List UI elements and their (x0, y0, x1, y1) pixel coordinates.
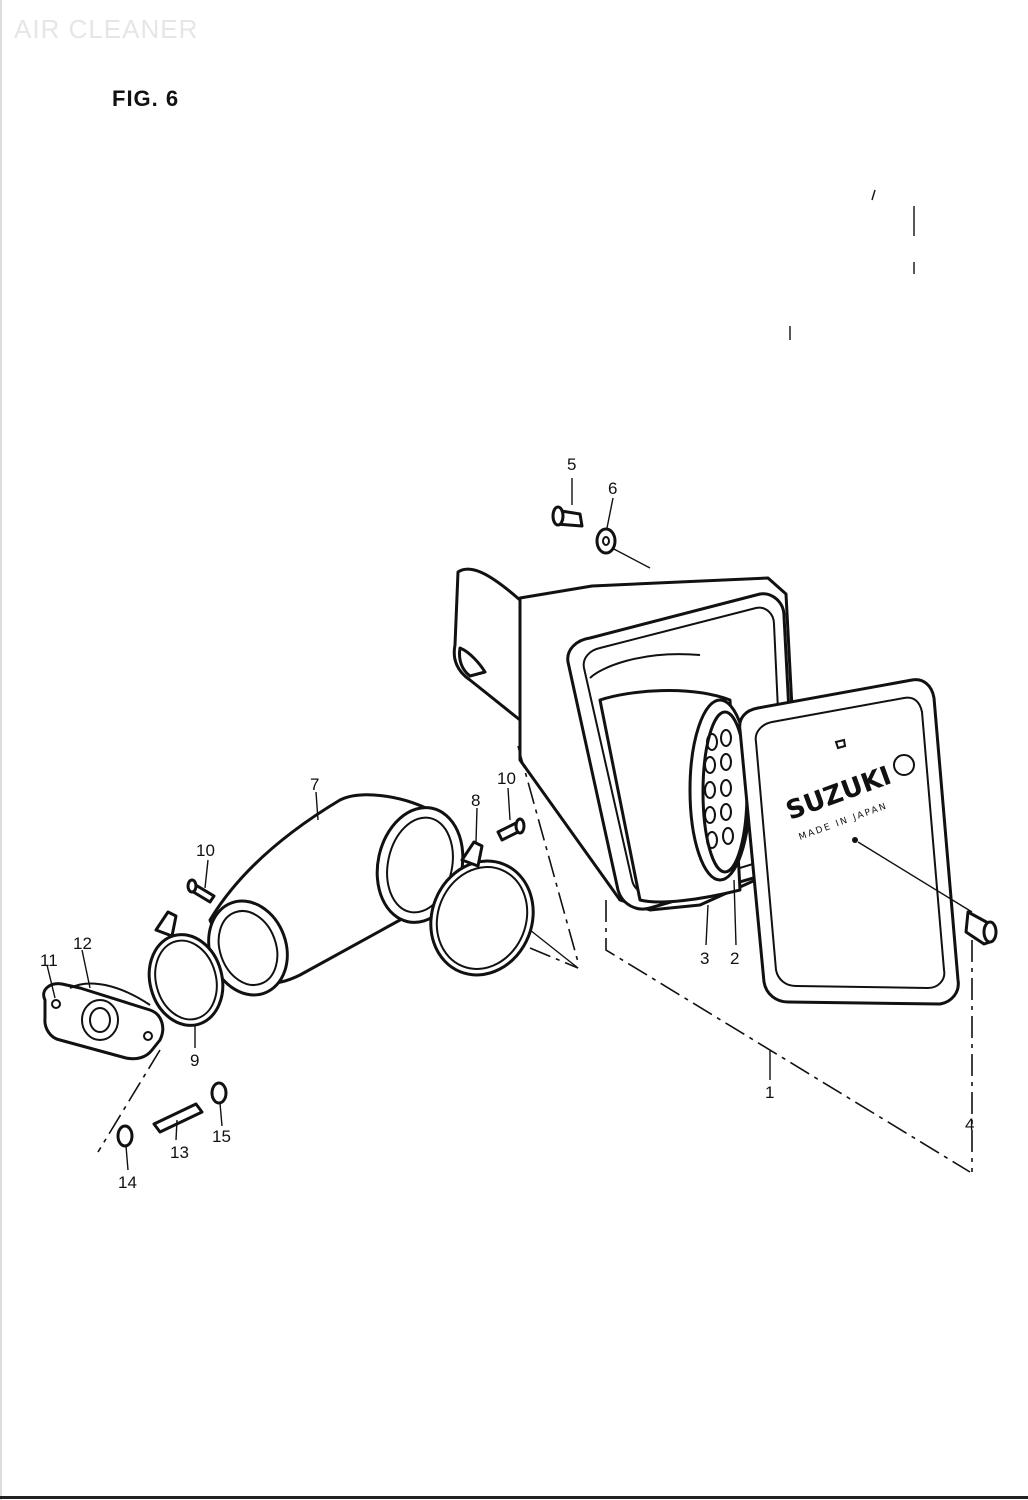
pipe-clamp-left[interactable] (139, 910, 232, 1034)
callout-10-left: 10 (196, 841, 215, 860)
inlet-pipe[interactable] (196, 793, 473, 1006)
callout-13: 13 (170, 1143, 189, 1162)
callout-10-right: 10 (497, 769, 516, 788)
filter-element[interactable] (598, 689, 752, 904)
washer-15[interactable] (210, 1081, 228, 1105)
callout-15: 15 (212, 1127, 231, 1146)
washer-14[interactable] (116, 1124, 134, 1148)
section-watermark: AIR CLEANER (14, 14, 199, 44)
callout-6: 6 (608, 479, 617, 498)
clamp-screw-right[interactable] (496, 817, 526, 842)
filter-mesh-holes (704, 729, 734, 849)
leader-lines (46, 478, 737, 1171)
assembly-guides (97, 745, 973, 1173)
clamp-screw-left[interactable] (186, 878, 216, 904)
page-bottom-border (0, 1496, 1028, 1499)
intake-flange[interactable] (42, 982, 165, 1061)
case-washer[interactable] (595, 527, 651, 569)
pipe-clamp-right[interactable] (414, 840, 579, 991)
callout-1: 1 (765, 1083, 774, 1102)
cover-screw[interactable] (857, 841, 998, 946)
callout-labels: 1 2 3 4 5 6 7 8 9 10 10 11 12 13 14 15 (40, 455, 974, 1192)
callout-4: 4 (965, 1115, 974, 1134)
figure-label: FIG. 6 (112, 86, 180, 111)
cover-screw-hole (852, 837, 858, 843)
callout-14: 14 (118, 1173, 137, 1192)
callout-5: 5 (567, 455, 576, 474)
callout-3: 3 (700, 949, 709, 968)
air-cleaner-cover[interactable]: SUZUKI MADE IN JAPAN (738, 678, 960, 1006)
scan-edge (0, 0, 2, 1500)
cover-arrow-icon (834, 738, 847, 750)
callout-12: 12 (73, 934, 92, 953)
callout-9: 9 (190, 1051, 199, 1070)
callout-11: 11 (40, 951, 58, 970)
callout-7: 7 (310, 775, 319, 794)
case-screw[interactable] (551, 505, 584, 528)
callout-2: 2 (730, 949, 739, 968)
callout-8: 8 (471, 791, 480, 810)
scan-marks (789, 189, 915, 340)
cover-emblem-icon (893, 754, 915, 776)
stud-bolt[interactable] (152, 1102, 204, 1134)
